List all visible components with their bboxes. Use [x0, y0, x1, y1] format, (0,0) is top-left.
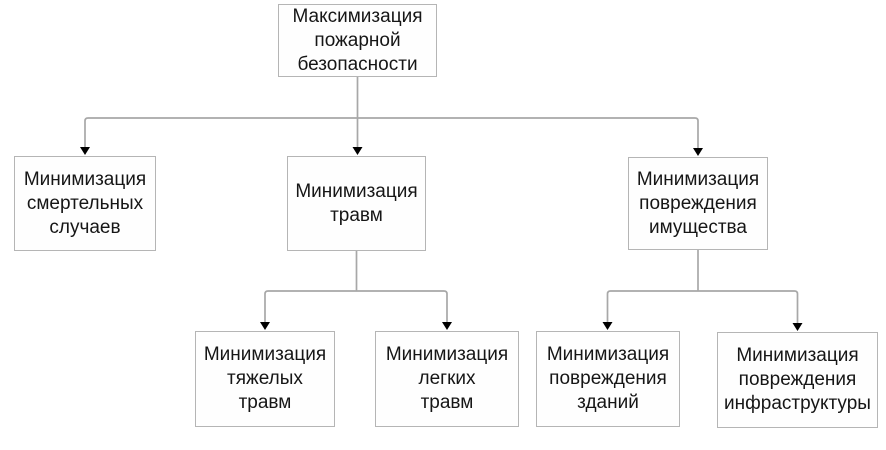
node-label: Минимизация травм: [295, 180, 418, 226]
node-minimize-infrastructure-damage: Минимизация повреждения инфраструктуры: [717, 332, 878, 428]
node-minimize-injuries: Минимизация травм: [287, 156, 426, 251]
node-label: Минимизация повреждения зданий: [546, 344, 670, 413]
connector-arrowhead-icon: [693, 148, 703, 156]
connector-arrowhead-icon: [792, 323, 803, 331]
node-minimize-severe-injuries: Минимизация тяжелых травм: [195, 331, 335, 427]
connector-arrowhead-icon: [260, 322, 270, 330]
connector-injuries-to-children: [260, 251, 452, 330]
node-label: Минимизация легких травм: [385, 344, 509, 413]
connector-arrowhead-icon: [80, 147, 90, 155]
node-label: Минимизация смертельных случаев: [23, 168, 147, 238]
node-label: Минимизация повреждения инфраструктуры: [724, 345, 871, 414]
node-maximize-fire-safety: Максимизация пожарной безопасности: [278, 4, 437, 77]
node-label: Минимизация повреждения имущества: [636, 168, 760, 238]
connector-arrowhead-icon: [352, 147, 363, 155]
connector-arrowhead-icon: [442, 322, 452, 330]
connector-bus: [264, 290, 448, 324]
connector-property-to-children: [602, 250, 803, 331]
connector-arrowhead-icon: [602, 322, 613, 330]
node-minimize-fatalities: Минимизация смертельных случаев: [14, 156, 156, 251]
connector-bus: [84, 117, 699, 150]
node-minimize-property-damage: Минимизация повреждения имущества: [628, 157, 768, 250]
connector-bus: [606, 290, 799, 325]
node-label: Минимизация тяжелых травм: [203, 344, 327, 413]
node-minimize-minor-injuries: Минимизация легких травм: [375, 331, 519, 427]
connector-root-to-level2: [80, 77, 703, 156]
node-minimize-building-damage: Минимизация повреждения зданий: [536, 331, 680, 427]
node-label: Максимизация пожарной безопасности: [292, 5, 423, 75]
